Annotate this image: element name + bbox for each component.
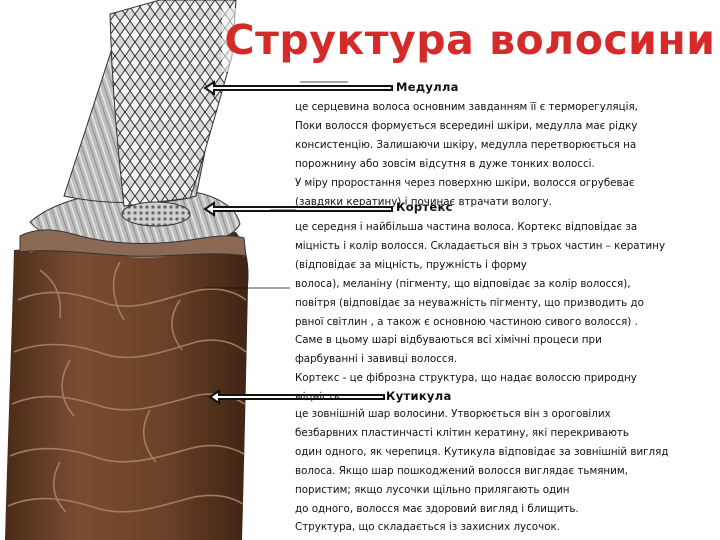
pointer-arrows	[203, 80, 393, 405]
text-line: повітря (відповідає за неуважність пігме…	[295, 296, 644, 309]
text-line: Саме в цьому шарі відбуваються всі хіміч…	[295, 334, 602, 347]
section-text-cuticle: це зовнішній шар волосини. Утворюється в…	[295, 405, 668, 537]
medulla-network	[109, 0, 237, 207]
section-title-cuticle: Кутикула	[386, 389, 452, 403]
text-line: міцність	[295, 391, 340, 404]
text-line: це серцевина волоса основним завданням ї…	[295, 101, 638, 113]
text-line: це зовнішній шар волосини. Утворюється в…	[295, 408, 611, 420]
leader-lines	[204, 81, 348, 289]
text-line: пористим; якщо лусочки щільно прилягають…	[295, 483, 570, 496]
medulla-arrow	[203, 80, 393, 96]
medulla-core	[121, 201, 191, 227]
cortex-arrow	[203, 201, 393, 217]
text-line: волоса. Якщо шар пошкоджений волосся виг…	[295, 464, 628, 477]
cuticle-arrow	[208, 389, 385, 405]
section-text-medulla: це серцевина волоса основним завданням ї…	[295, 98, 638, 211]
text-line: рвної світлин , а також є основною части…	[295, 315, 638, 328]
text-line: У міру проростання через поверхню шкіри,…	[295, 176, 635, 189]
page-title: Структура волосини	[222, 8, 718, 72]
text-line: міцність і колір волосся. Складається ві…	[295, 239, 666, 252]
text-line: консистенцію. Залишаючи шкіру, медулла п…	[295, 138, 637, 151]
text-line: безбарвних пластинчасті клітин кератину,…	[295, 426, 629, 439]
text-line: (завдяки кератину) і починає втрачати во…	[295, 195, 552, 208]
text-line: фарбуванні і завивці волосся.	[295, 353, 457, 366]
cuticle-shaft	[5, 232, 249, 540]
text-line: порожнину або зовсім відсутня в дуже тон…	[295, 157, 595, 170]
text-line: Структура, що складається із захисних лу…	[295, 521, 560, 534]
text-line: до одного, волосся має здоровий вигляд і…	[295, 502, 579, 515]
text-line: (відповідає за міцність, пружність і фор…	[295, 258, 527, 271]
text-line: один одного, як черепиця. Кутикула відпо…	[295, 445, 669, 458]
section-title-cortex: Кортекс	[396, 200, 453, 214]
text-line: Кортекс - це фіброзна структура, що нада…	[295, 372, 637, 385]
text-line: волоса), меланіну (пігменту, що відповід…	[295, 277, 631, 290]
section-text-cortex: це середня і найбільша частина волоса. К…	[295, 218, 665, 407]
text-line: це середня і найбільша частина волоса. К…	[295, 221, 638, 233]
text-line: Поки волосся формується всередині шкіри,…	[295, 119, 638, 132]
section-title-medulla: Медулла	[396, 80, 459, 94]
